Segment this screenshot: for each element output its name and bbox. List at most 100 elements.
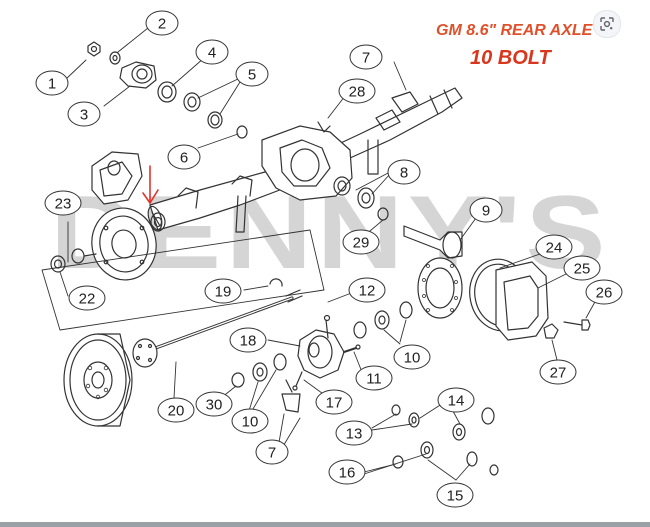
callout-label: 24 [546,240,563,257]
callout-bubble [195,39,229,65]
callout-bubble [335,420,373,446]
callout-bubble [167,144,201,170]
carrier-bearing-right [353,301,413,339]
callout-label: 25 [574,261,591,278]
callout-bubble [204,278,242,304]
callout-label: 13 [346,426,363,443]
axle-shaft [132,289,303,368]
axle-bearing-outer [71,248,97,264]
diagram-title: GM 8.6" REAR AXLE [436,22,593,39]
pinion-bearing-cone [357,187,375,209]
callout-label: 18 [240,333,257,350]
callout-bubble [342,229,380,255]
callout-bubble [393,344,431,370]
callout-label: 26 [596,285,613,302]
pinion-seal [157,81,177,103]
callout-label: 10 [242,414,259,431]
carrier-bearing-left [231,353,287,388]
pinion-bearing [183,92,201,112]
differential-cover [495,261,549,341]
google-lens-icon [600,17,614,31]
diagram-subtitle: 10 BOLT [470,47,551,69]
callout-bubble [348,277,386,303]
callout-bubble [563,255,601,281]
callout-label: 14 [448,393,465,410]
side-gear [392,441,499,476]
bearing-race [207,111,223,129]
bearing-cap [281,379,301,413]
callout-label: 12 [359,283,376,300]
brake-backing-plate [91,207,157,281]
pinion-washer [109,51,121,65]
callout-label: 29 [353,235,370,252]
callout-label: 1 [48,76,56,93]
callout-bubble [44,190,82,216]
differential-carrier [297,314,345,379]
callout-label: 30 [206,397,223,414]
c-clip [269,278,283,287]
callout-bubble [355,365,393,391]
callout-label: 20 [168,403,185,420]
callout-label: 3 [80,107,88,124]
axle-bearing [150,212,166,232]
callout-label: 4 [208,45,216,62]
callout-bubble [349,44,383,70]
ring-pinion-gear [403,225,463,319]
callout-label: 17 [326,395,343,412]
spider-gear-washer [391,404,495,441]
pin-bolt [292,371,303,391]
axle-housing [147,87,463,233]
callout-label: 16 [339,465,356,482]
callout-bubble [387,159,421,185]
callout-bubble [145,10,179,36]
brake-rotor [63,333,133,427]
callout-label: 15 [447,488,464,505]
callout-label: 28 [349,84,366,101]
crush-sleeve [236,125,248,139]
pinion-bearing-rear [333,176,351,196]
callout-label: 5 [248,67,256,84]
bottom-bar [0,522,650,527]
callout-bubble [68,285,106,311]
callout-bubble [328,459,366,485]
cross-pin [343,344,361,353]
callout-label: 19 [215,284,232,301]
callout-bubble [157,397,195,423]
callout-label: 10 [404,350,421,367]
callout-bubble [229,327,267,353]
callout-label: 23 [55,196,72,213]
callout-label: 27 [550,365,567,382]
brake-caliper [91,151,143,205]
pinion-nut [87,41,101,57]
callout-label: 22 [79,291,96,308]
callout-bubble [195,391,233,417]
callout-label: 7 [362,50,370,67]
annotation-arrow [142,165,159,205]
callout-bubble [231,408,269,434]
pinion-yoke [119,61,157,89]
callout-bubble [315,389,353,415]
callout-bubble [437,387,475,413]
fill-plug [543,323,559,339]
axle-shaft-box [41,229,325,331]
callout-label: 8 [400,165,408,182]
callout-bubble [436,482,474,508]
callout-bubble [235,61,269,87]
callout-bubble [469,197,503,223]
callout-bubble [67,101,101,127]
callout-bubble [585,279,623,305]
callout-label: 7 [268,445,276,462]
callout-bubble [338,78,376,104]
callout-bubble [255,439,289,465]
callout-bubble [535,234,573,260]
callout-bubble [539,359,577,385]
lens-button[interactable] [593,10,621,38]
callout-label: 11 [366,371,382,388]
callout-label: 6 [180,150,188,167]
callout-bubble [35,70,69,96]
callout-label: 9 [482,203,490,220]
cover-bolt [563,319,591,331]
